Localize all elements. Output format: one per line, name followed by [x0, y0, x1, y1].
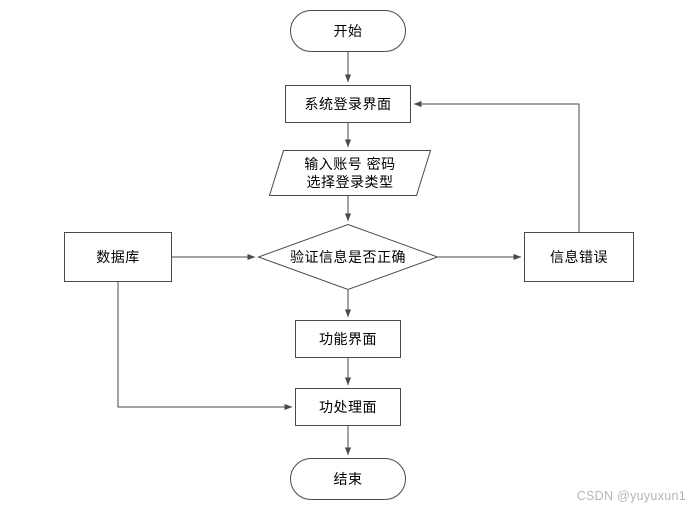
edge-database-handle	[117, 282, 293, 411]
node-func	[295, 320, 401, 358]
node-database	[64, 232, 172, 282]
node-error	[524, 232, 634, 282]
node-handle	[295, 388, 401, 426]
edge-error-login	[413, 100, 580, 232]
node-start	[290, 10, 406, 52]
node-input	[268, 150, 432, 196]
watermark-text: CSDN @yuyuxun1	[576, 489, 686, 503]
node-end	[290, 458, 406, 500]
node-login	[285, 85, 411, 123]
node-verify	[257, 223, 439, 291]
